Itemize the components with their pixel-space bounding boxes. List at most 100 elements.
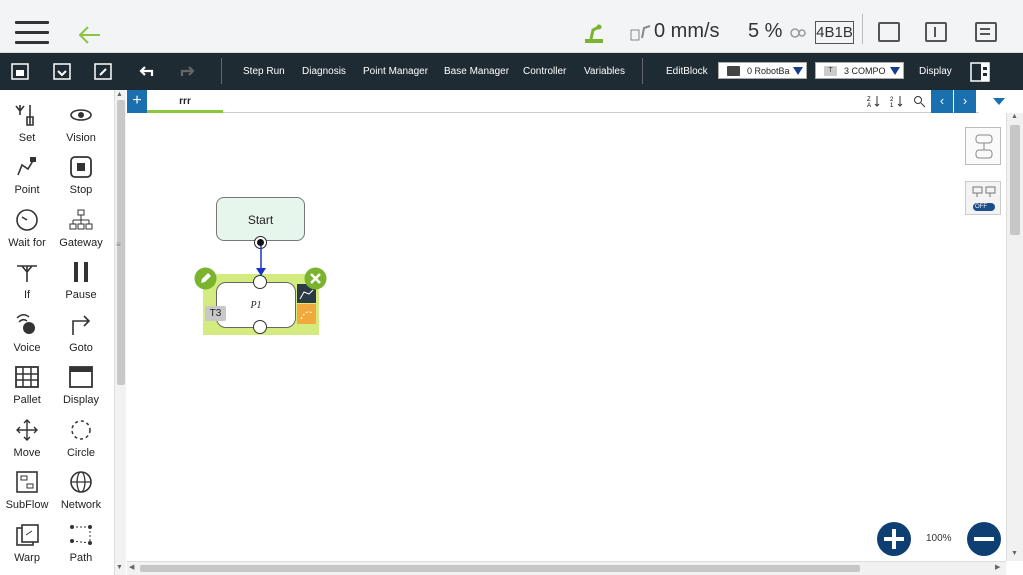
- palette-item-wait-for[interactable]: Wait for: [0, 200, 54, 252]
- speed-percent[interactable]: 5 %: [748, 20, 783, 42]
- palette-item-point[interactable]: Point: [0, 147, 54, 199]
- globe-icon: [70, 471, 92, 493]
- palette-item-vision[interactable]: Vision: [54, 95, 108, 147]
- stop-icon: [70, 156, 92, 178]
- hamburger-menu-icon[interactable]: [15, 21, 49, 47]
- svg-text:A: A: [867, 103, 871, 108]
- palette-item-network[interactable]: Network: [54, 462, 108, 514]
- palette-item-pause[interactable]: Pause: [54, 252, 108, 304]
- palette-item-if[interactable]: If: [0, 252, 54, 304]
- sort-az-icon[interactable]: ZA: [867, 95, 881, 108]
- tool-dropdown[interactable]: T 3 COMPO: [815, 62, 904, 79]
- palette-item-label: Goto: [69, 342, 93, 354]
- flow-canvas[interactable]: [127, 113, 1023, 561]
- variables-button[interactable]: Variables: [584, 66, 625, 77]
- delete-close-icon[interactable]: [304, 267, 327, 290]
- canvas-vertical-scrollbar[interactable]: ▲ ▼: [1006, 113, 1023, 561]
- flow-connector[interactable]: [250, 246, 272, 280]
- start-node[interactable]: Start: [216, 197, 305, 241]
- robot-base-dropdown[interactable]: 0 RobotBa: [718, 62, 807, 79]
- panel-icon[interactable]: [878, 22, 900, 42]
- toolbar-divider: [221, 58, 222, 84]
- tab-next-button[interactable]: ›: [954, 90, 976, 113]
- palette-item-label: Stop: [69, 184, 93, 196]
- mode-box[interactable]: 4B1B: [815, 21, 854, 44]
- palette-item-label: Display: [62, 394, 100, 406]
- palette-item-subflow[interactable]: SubFlow: [0, 462, 54, 514]
- tab-rrr[interactable]: rrr: [147, 90, 223, 113]
- palette-item-pallet[interactable]: Pallet: [0, 357, 54, 409]
- move-icon: [16, 419, 38, 441]
- palette-item-label: Network: [60, 499, 102, 511]
- palette-item-label: Path: [69, 552, 93, 564]
- palette-item-label: Move: [13, 447, 41, 459]
- clock-icon: [16, 209, 38, 231]
- info-icon[interactable]: [925, 22, 947, 42]
- diagnosis-button[interactable]: Diagnosis: [302, 66, 346, 77]
- task-tag: T3: [205, 306, 226, 321]
- add-tab-button[interactable]: +: [127, 90, 147, 113]
- palette-item-label: Pallet: [13, 394, 41, 406]
- palette-scrollbar[interactable]: ▲ ▼: [114, 90, 126, 575]
- undo-icon[interactable]: [137, 62, 155, 80]
- link-nodes-icon: [972, 186, 996, 197]
- palette-scroll-thumb[interactable]: [117, 100, 125, 385]
- palette-item-label: Voice: [13, 342, 41, 354]
- tab-prev-button[interactable]: ‹: [931, 90, 953, 113]
- redo-icon[interactable]: [179, 62, 197, 80]
- hierarchy-icon: [69, 209, 93, 230]
- search-filter-icon[interactable]: [913, 95, 927, 108]
- palette-item-label: Circle: [66, 447, 96, 459]
- palette-item-display[interactable]: Display: [54, 357, 108, 409]
- zoom-in-icon[interactable]: [876, 521, 912, 557]
- palette-item-goto[interactable]: Goto: [54, 305, 108, 357]
- vertical-scroll-thumb[interactable]: [1010, 125, 1020, 235]
- auto-connect-toggle[interactable]: OFF: [965, 181, 1001, 215]
- point-icon: [17, 157, 36, 176]
- edit-block-button[interactable]: EditBlock: [666, 66, 708, 77]
- palette-item-label: Set: [18, 132, 36, 144]
- palette-item-circle[interactable]: Circle: [54, 410, 108, 462]
- controller-button[interactable]: Controller: [523, 66, 567, 77]
- canvas-horizontal-scrollbar[interactable]: ◀ ▶: [127, 561, 1006, 575]
- save-file-icon[interactable]: [53, 62, 71, 80]
- sort-numeric-icon[interactable]: 21: [890, 95, 904, 108]
- edit-pencil-icon[interactable]: [194, 267, 217, 290]
- circle-dashed-icon: [71, 420, 91, 440]
- point-manager-button[interactable]: Point Manager: [363, 66, 429, 77]
- display-button[interactable]: Display: [919, 66, 952, 77]
- path-icon: [70, 525, 92, 545]
- base-icon: [727, 66, 740, 76]
- base-manager-button[interactable]: Base Manager: [444, 66, 510, 77]
- tab-list-dropdown[interactable]: [979, 90, 1023, 113]
- document-icon[interactable]: [975, 22, 997, 42]
- horizontal-scroll-thumb[interactable]: [140, 565, 860, 572]
- palette-item-label: Warp: [14, 552, 40, 564]
- speed-readout: 0 mm/s: [654, 20, 720, 42]
- task-output-port[interactable]: [253, 320, 267, 334]
- palette-item-set[interactable]: Set: [0, 95, 54, 147]
- pause-icon: [74, 262, 88, 282]
- zoom-out-icon[interactable]: [966, 521, 1002, 557]
- palette-splitter-handle[interactable]: ≡: [116, 240, 121, 249]
- new-file-icon[interactable]: [11, 62, 29, 80]
- palette-item-warp[interactable]: Warp: [0, 515, 54, 567]
- palette-item-path[interactable]: Path: [54, 515, 108, 567]
- palette-item-label: If: [23, 289, 31, 301]
- palette-item-label: Point: [14, 184, 40, 196]
- palette-item-voice[interactable]: Voice: [0, 305, 54, 357]
- step-run-button[interactable]: Step Run: [243, 66, 285, 77]
- layout-arrange-button[interactable]: [965, 127, 1001, 165]
- branch-icon: [17, 265, 37, 282]
- export-file-icon[interactable]: [94, 62, 112, 80]
- layout-toggle-icon[interactable]: [970, 62, 990, 82]
- palette-item-gateway[interactable]: Gateway: [54, 200, 108, 252]
- svg-text:Z: Z: [867, 97, 871, 103]
- palette-item-move[interactable]: Move: [0, 410, 54, 462]
- task-input-port[interactable]: [253, 275, 267, 289]
- palette-item-stop[interactable]: Stop: [54, 147, 108, 199]
- back-arrow-icon[interactable]: [76, 24, 102, 46]
